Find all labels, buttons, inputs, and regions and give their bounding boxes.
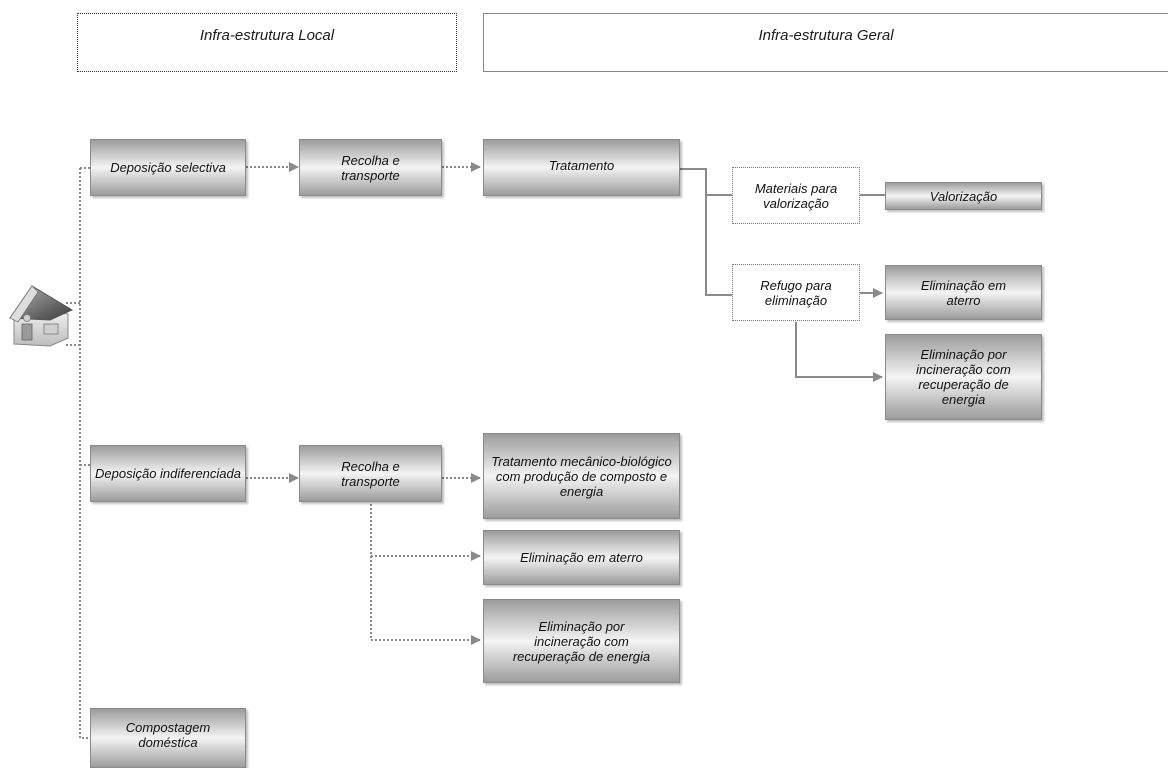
node-recolha-transporte-2: Recolha e transporte [299, 445, 442, 502]
node-eliminacao-aterro-2-label: Eliminação em aterro [520, 550, 643, 565]
node-tratamento-mecanico-label: Tratamento mecânico-biológico com produç… [491, 453, 672, 499]
node-recolha-transporte-1: Recolha e transporte [299, 139, 442, 196]
node-recolha-transporte-1-label: Recolha e transporte [341, 152, 400, 183]
arrow-refugo-incineracao [795, 322, 883, 382]
node-eliminacao-incineracao-1: Eliminação por incineração com recuperaç… [885, 334, 1042, 420]
node-tratamento-mecanico: Tratamento mecânico-biológico com produç… [483, 433, 680, 519]
header-geral-label: Infra-estrutura Geral [758, 27, 894, 44]
node-deposicao-selectiva: Deposição selectiva [90, 139, 246, 196]
node-refugo-eliminacao: Refugo para eliminação [732, 264, 860, 321]
node-eliminacao-aterro-1: Eliminação em aterro [885, 265, 1042, 320]
header-geral: Infra-estrutura Geral [483, 13, 1168, 72]
node-deposicao-indiferenciada: Deposição indiferenciada [90, 445, 246, 502]
node-materiais-valorizacao-label: Materiais para valorização [754, 180, 838, 211]
node-deposicao-selectiva-label: Deposição selectiva [110, 160, 226, 175]
node-eliminacao-incineracao-2: Eliminação por incineração com recuperaç… [483, 599, 680, 683]
house-icon [9, 285, 74, 347]
node-valorizacao: Valorização [885, 182, 1042, 210]
node-compostagem: Compostagem doméstica [90, 708, 246, 768]
node-materiais-valorizacao: Materiais para valorização [732, 167, 860, 224]
node-tratamento-label: Tratamento [548, 158, 615, 173]
line-tratamento-branch [680, 168, 732, 296]
node-recolha-transporte-2-label: Recolha e transporte [341, 458, 400, 489]
node-deposicao-indiferenciada-label: Deposição indiferenciada [95, 466, 241, 481]
node-eliminacao-aterro-2: Eliminação em aterro [483, 530, 680, 585]
node-eliminacao-incineracao-1-label: Eliminação por incineração com recuperaç… [916, 347, 1011, 407]
node-valorizacao-label: Valorização [929, 188, 998, 204]
trunk-line [79, 168, 90, 739]
node-refugo-eliminacao-label: Refugo para eliminação [760, 277, 832, 308]
node-tratamento: Tratamento [483, 139, 680, 196]
node-eliminacao-incineracao-2-label: Eliminação por incineração com recuperaç… [512, 618, 651, 664]
header-local: Infra-estrutura Local [77, 13, 457, 72]
node-eliminacao-aterro-1-label: Eliminação em aterro [920, 277, 1007, 308]
header-local-label: Infra-estrutura Local [199, 27, 335, 44]
node-compostagem-label: Compostagem doméstica [125, 720, 211, 750]
